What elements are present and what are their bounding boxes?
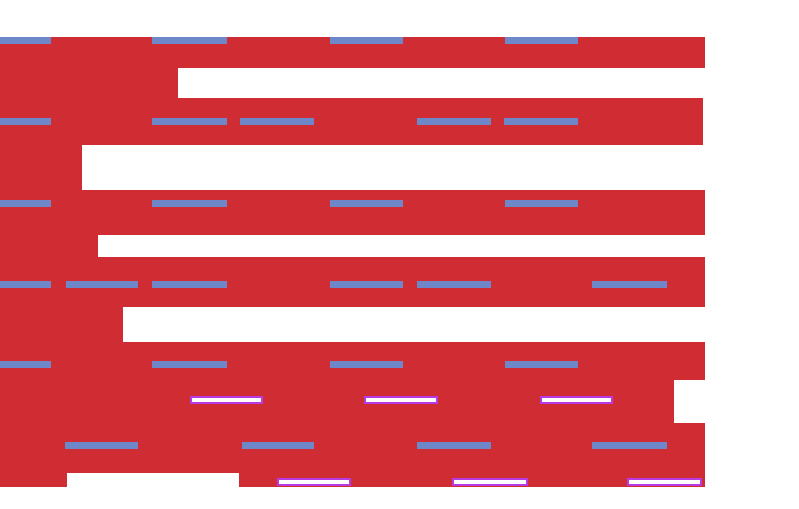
text-block [0, 307, 123, 342]
link-bar[interactable] [592, 281, 667, 288]
text-block [0, 190, 705, 235]
link-bar[interactable] [505, 37, 578, 44]
link-bar[interactable] [0, 37, 51, 44]
link-bar[interactable] [0, 361, 51, 368]
link-bar[interactable] [65, 442, 138, 449]
link-bar[interactable] [152, 361, 227, 368]
link-bar[interactable] [330, 37, 403, 44]
link-bar[interactable] [417, 281, 491, 288]
link-bar[interactable] [0, 118, 51, 125]
link-bar[interactable] [152, 118, 227, 125]
outlined-field[interactable] [364, 396, 438, 404]
link-bar[interactable] [592, 442, 667, 449]
link-bar[interactable] [504, 118, 578, 125]
link-bar[interactable] [0, 200, 51, 207]
link-bar[interactable] [417, 442, 491, 449]
link-bar[interactable] [330, 281, 403, 288]
link-bar[interactable] [505, 200, 578, 207]
outlined-field[interactable] [190, 396, 263, 404]
text-block [0, 68, 178, 98]
link-bar[interactable] [330, 200, 403, 207]
link-bar[interactable] [417, 118, 491, 125]
link-bar[interactable] [240, 118, 314, 125]
link-bar[interactable] [66, 281, 138, 288]
link-bar[interactable] [152, 37, 227, 44]
outlined-field[interactable] [452, 478, 528, 486]
outlined-field[interactable] [277, 478, 351, 486]
text-block [0, 473, 67, 487]
text-block [0, 235, 98, 257]
link-bar[interactable] [0, 281, 51, 288]
background-notch [674, 380, 705, 423]
text-block [0, 145, 82, 190]
link-bar[interactable] [505, 361, 578, 368]
outlined-field[interactable] [627, 478, 702, 486]
link-bar[interactable] [152, 281, 227, 288]
outlined-field[interactable] [540, 396, 613, 404]
link-bar[interactable] [242, 442, 314, 449]
link-bar[interactable] [330, 361, 403, 368]
link-bar[interactable] [152, 200, 227, 207]
text-block [0, 98, 703, 145]
